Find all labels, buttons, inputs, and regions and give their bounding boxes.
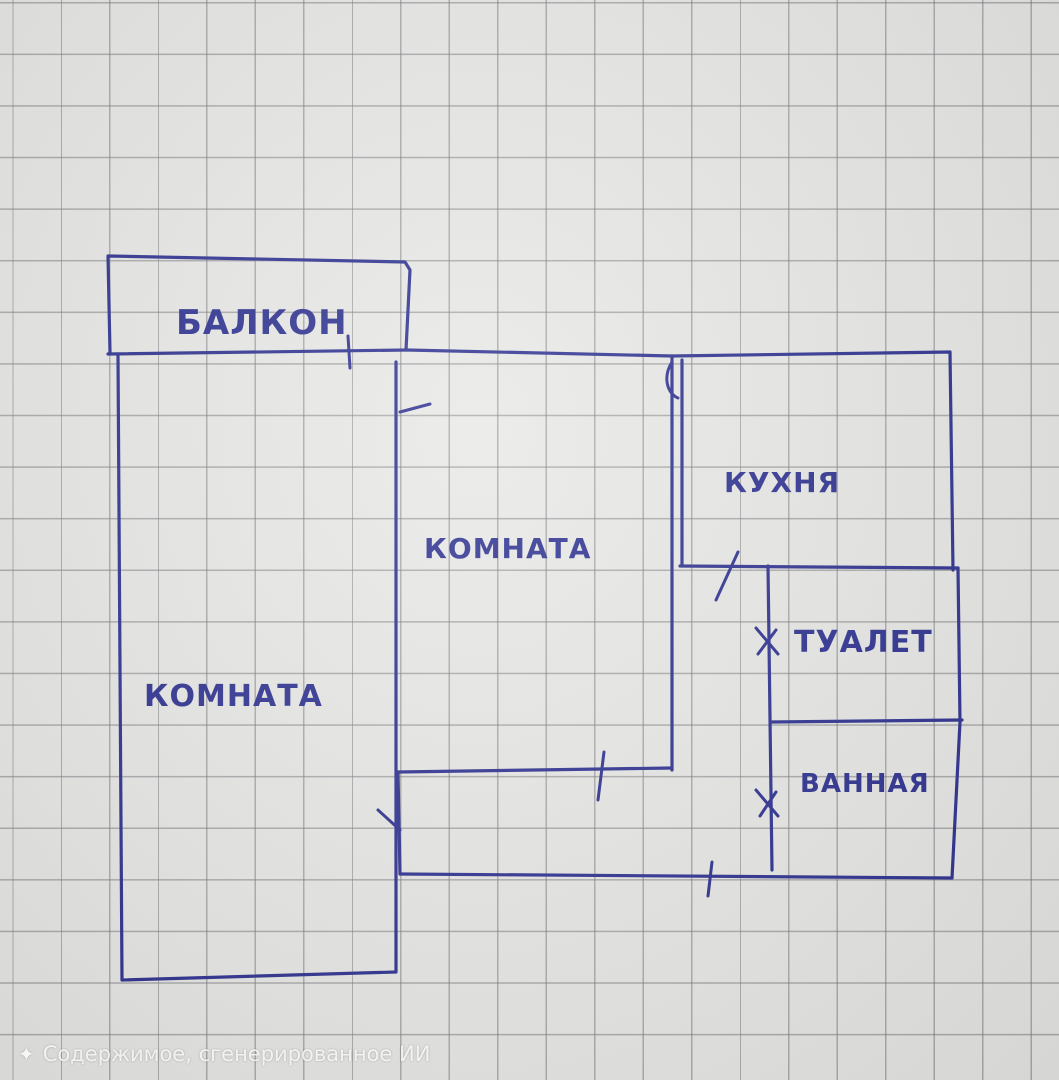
kitchen-bottom-wall (678, 564, 960, 570)
bathroom-label: ВАННАЯ (800, 769, 930, 799)
watermark-text: Содержимое, сгенерированное ИИ (42, 1042, 431, 1066)
left-room-label: КОМНАТА (144, 679, 323, 714)
door-corridor-tick (706, 860, 714, 898)
balcony-outline (106, 254, 412, 354)
door-balcony-tick (346, 334, 352, 370)
kitchen-top-right-wall (670, 350, 955, 572)
right-outer-wall-lower (950, 566, 962, 880)
toilet-bath-divider (770, 718, 964, 724)
balcony-front-wall (106, 348, 409, 356)
door-kitchen-tick (665, 360, 680, 400)
ai-generated-watermark: ✦ Содержимое, сгенерированное ИИ (18, 1036, 430, 1072)
top-wall-center-room (405, 348, 674, 358)
door-center-room-tick (398, 402, 432, 414)
corridor-left-wall (396, 770, 402, 876)
center-room-bottom-wall (396, 766, 674, 774)
left-room-walls (116, 354, 398, 982)
kitchen-label: КУХНЯ (724, 466, 840, 499)
toilet-bath-left-wall (766, 564, 774, 872)
center-room-label: КОМНАТА (424, 532, 591, 565)
door-center-bottom-tick (596, 750, 606, 802)
door-left-room-tick (376, 808, 402, 832)
door-kitchen-bottom-tick (714, 550, 740, 602)
door-toilet-tick (754, 626, 780, 656)
corridor-bottom-wall (398, 872, 954, 880)
toilet-label: ТУАЛЕТ (794, 625, 933, 660)
sparkle-icon: ✦ (18, 1042, 35, 1066)
door-bath-tick (754, 788, 780, 818)
balcony-label: БАЛКОН (176, 303, 348, 343)
